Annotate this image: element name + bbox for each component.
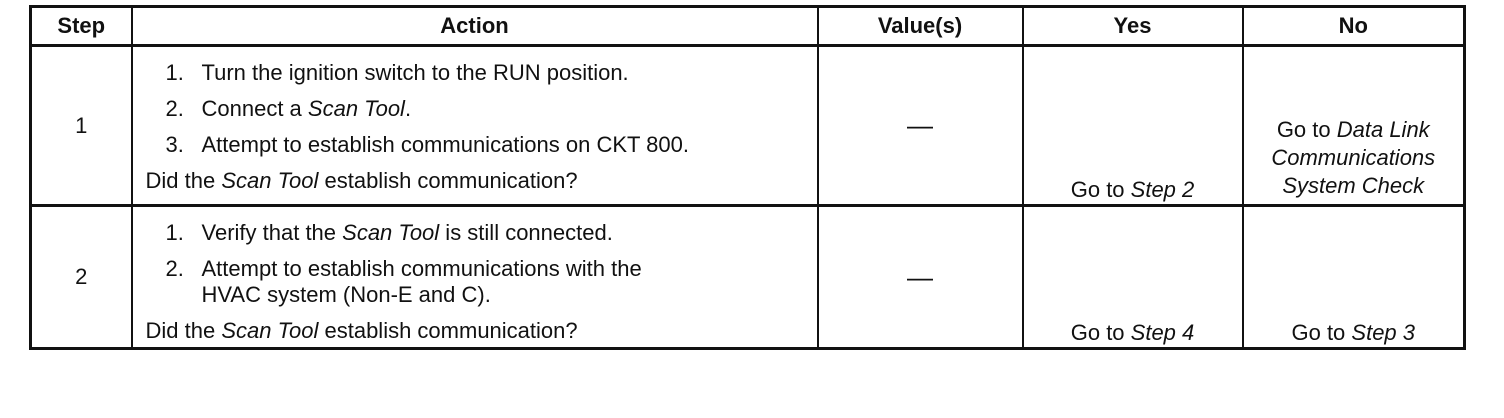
header-no: No: [1241, 5, 1466, 47]
action-cell: 1. Turn the ignition switch to the RUN p…: [130, 44, 819, 207]
table-row: 2 1. Verify that the Scan Tool is still …: [29, 204, 1466, 350]
yes-cell: Go to Step 4: [1021, 204, 1244, 350]
diagnostic-table: Step Action Value(s) Yes No 1 1. Turn th…: [29, 5, 1466, 350]
value-cell: —: [816, 204, 1024, 350]
action-step-number: 1.: [165, 220, 184, 245]
action-step: 2. Connect a Scan Tool.: [166, 96, 805, 122]
action-step-number: 3.: [165, 132, 184, 157]
header-action: Action: [130, 5, 819, 47]
action-cell: 1. Verify that the Scan Tool is still co…: [130, 204, 819, 350]
action-step: 1. Turn the ignition switch to the RUN p…: [166, 60, 805, 86]
no-cell: Go to Step 3: [1241, 204, 1466, 350]
action-step-text: Connect a Scan Tool.: [201, 96, 412, 121]
yes-cell: Go to Step 2: [1021, 44, 1244, 207]
action-step-number: 2.: [165, 256, 184, 281]
action-question: Did the Scan Tool establish communicatio…: [145, 168, 578, 193]
action-step-text: Attempt to establish communications with…: [201, 256, 642, 307]
action-step: 1. Verify that the Scan Tool is still co…: [166, 220, 805, 246]
header-row: Step Action Value(s) Yes No: [29, 5, 1466, 47]
step-number: 1: [29, 44, 133, 207]
action-question: Did the Scan Tool establish communicatio…: [145, 318, 578, 343]
action-step: 3. Attempt to establish communications o…: [166, 132, 805, 158]
action-step-text: Turn the ignition switch to the RUN posi…: [201, 60, 629, 85]
header-step: Step: [29, 5, 133, 47]
action-step-number: 2.: [165, 96, 184, 121]
no-cell: Go to Data Link Communications System Ch…: [1241, 44, 1466, 207]
header-yes: Yes: [1021, 5, 1244, 47]
action-step: 2. Attempt to establish communications w…: [166, 256, 805, 308]
action-step-number: 1.: [165, 60, 184, 85]
header-values: Value(s): [816, 5, 1024, 47]
action-step-text: Verify that the Scan Tool is still conne…: [201, 220, 613, 245]
table-row: 1 1. Turn the ignition switch to the RUN…: [29, 44, 1466, 207]
step-number: 2: [29, 204, 133, 350]
action-step-text: Attempt to establish communications on C…: [201, 132, 690, 157]
value-cell: —: [816, 44, 1024, 207]
